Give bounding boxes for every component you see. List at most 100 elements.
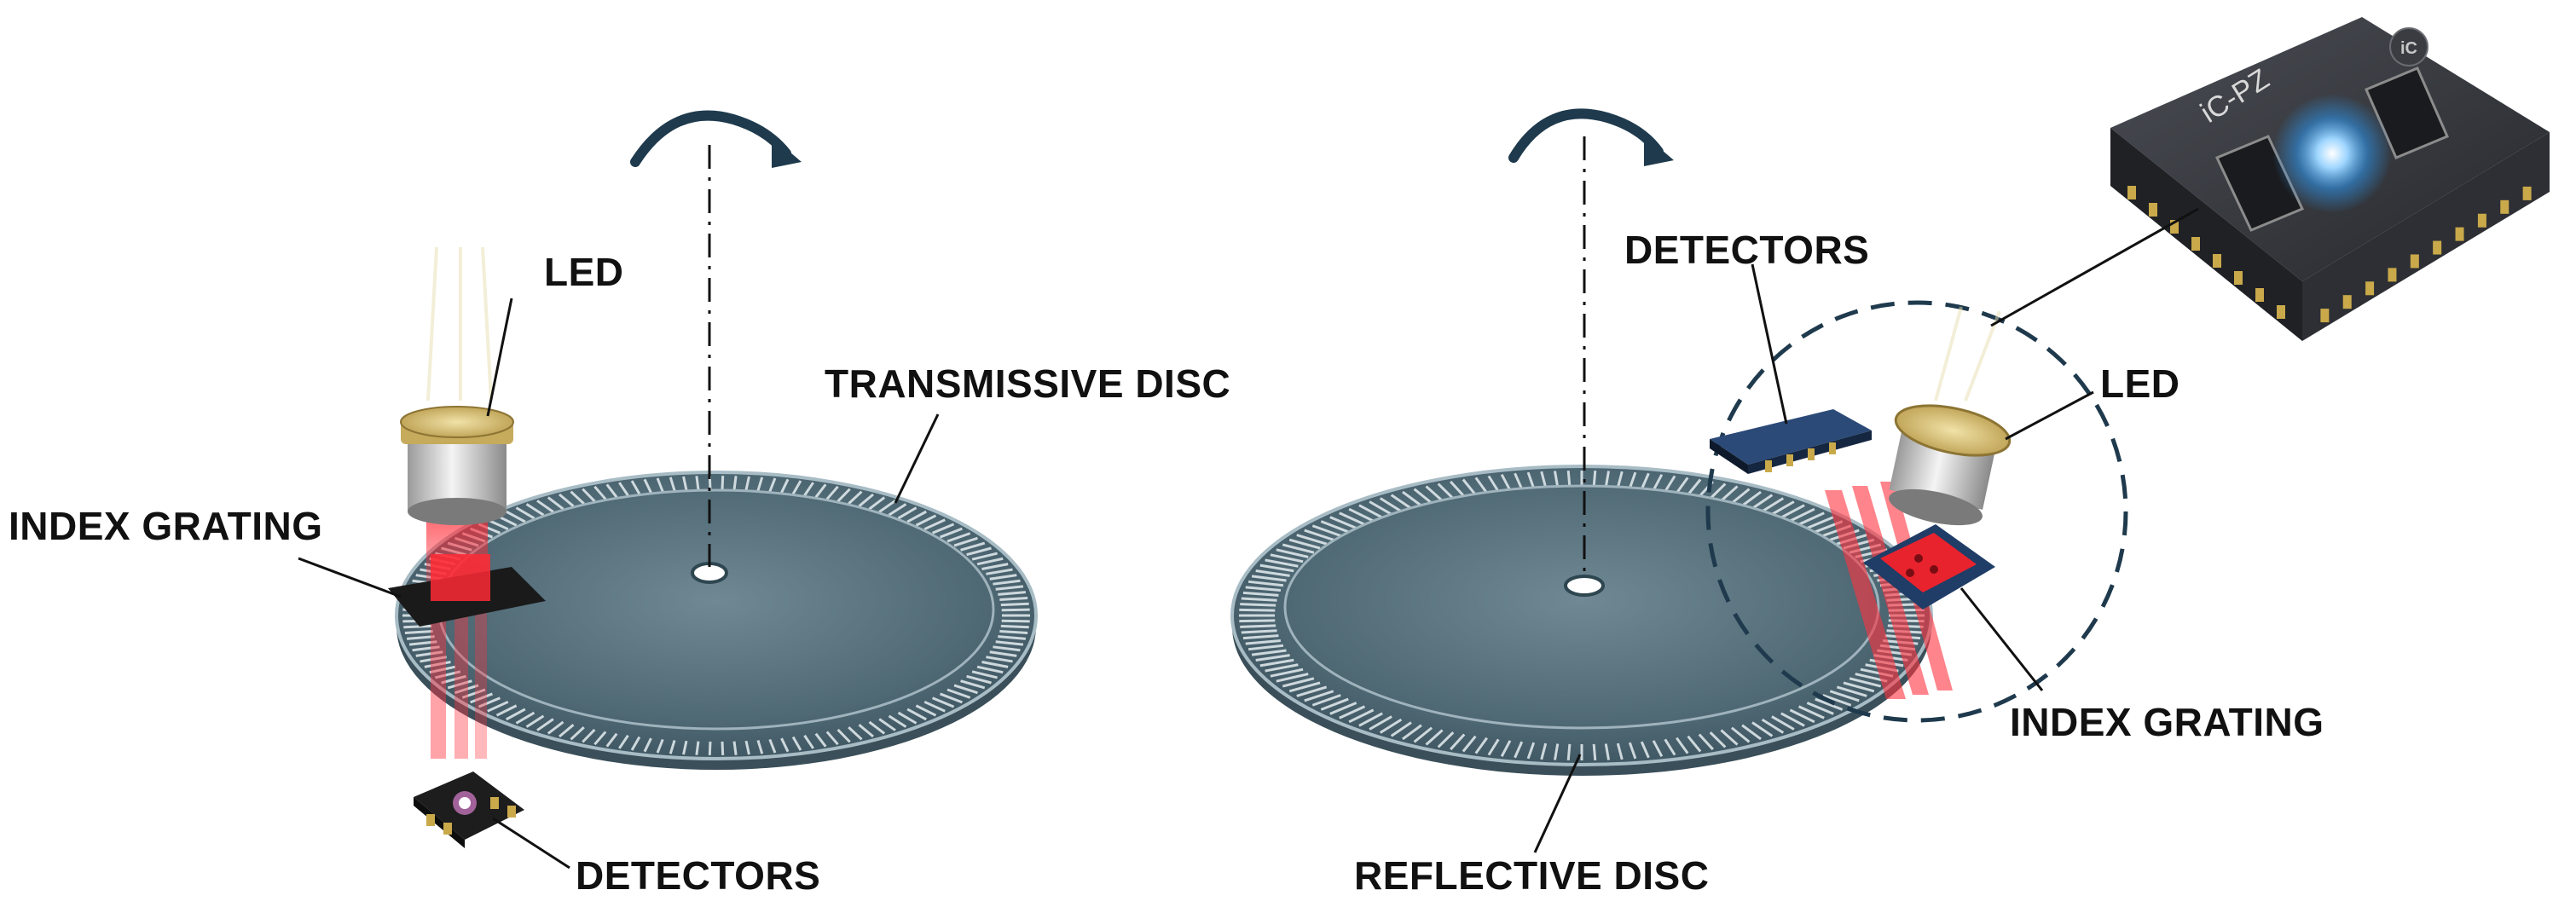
- disc-slot: [989, 650, 1017, 657]
- chip-pad: [2170, 220, 2179, 234]
- label-detectors-right: DETECTORS: [1624, 228, 1870, 272]
- disc-slot: [1487, 738, 1500, 756]
- disc-slot: [656, 477, 664, 493]
- disc-slot: [897, 711, 918, 725]
- disc-slot: [1245, 586, 1282, 592]
- disc-slot: [1296, 534, 1328, 546]
- disc-slot: [848, 726, 863, 741]
- disc-slot: [1592, 471, 1597, 488]
- disc-slot: [1240, 603, 1276, 607]
- disc-slot: [1843, 681, 1875, 693]
- disc-slot: [1709, 483, 1727, 500]
- disc-slot: [1390, 494, 1412, 510]
- disc-slot: [1270, 667, 1304, 678]
- disc-slot: [906, 708, 927, 721]
- disc-slot: [999, 630, 1028, 635]
- disc-slot: [1487, 475, 1500, 493]
- disc-slot: [939, 527, 963, 539]
- disc-slot: [858, 493, 874, 507]
- disc-slot: [744, 740, 750, 755]
- disc-slot: [803, 734, 814, 749]
- disc-slot: [732, 476, 738, 490]
- disc-slot: [1500, 473, 1512, 491]
- disc-slot: [878, 500, 896, 513]
- disc-slot: [1462, 478, 1477, 496]
- rotation-arrowhead-icon: [772, 136, 802, 168]
- disc-slot: [1698, 733, 1714, 751]
- disc-slot: [1540, 743, 1548, 760]
- chip-pad: [2213, 254, 2221, 268]
- disc-slot: [1604, 743, 1611, 760]
- rotation-arrowhead-icon: [1644, 135, 1674, 166]
- disc-slot: [976, 665, 1004, 674]
- disc-slot: [1270, 553, 1304, 563]
- disc-slot: [1296, 685, 1328, 697]
- disc-slot: [441, 674, 466, 685]
- disc-slot: [744, 476, 750, 491]
- disc-slot: [1751, 721, 1774, 737]
- leader-line-detectors-left: [492, 817, 570, 870]
- disc-slot: [1514, 741, 1524, 759]
- disc-slot: [1553, 743, 1560, 760]
- label-led-left: LED: [544, 250, 624, 294]
- disc-slot: [1304, 529, 1334, 541]
- disc-slot: [1255, 569, 1290, 577]
- disc-slot: [814, 483, 827, 499]
- disc-slot: [1815, 697, 1844, 711]
- disc-slot: [966, 546, 992, 557]
- label-reflective-disc: REFLECTIVE DISC: [1354, 853, 1710, 898]
- disc-slot: [1540, 471, 1548, 488]
- disc-hub-hole: [1564, 575, 1605, 597]
- disc-slot: [971, 670, 998, 679]
- disc-slot: [1797, 511, 1825, 526]
- disc-slot: [1780, 712, 1805, 727]
- leader-line-reflective-disc: [1533, 754, 1582, 853]
- disc-slot: [1836, 685, 1867, 697]
- disc-slot: [1640, 741, 1650, 759]
- disc-slot: [1241, 597, 1277, 602]
- disc-slot: [756, 739, 764, 754]
- disc-slot: [858, 724, 874, 738]
- disc-slot: [768, 477, 777, 493]
- disc-slot: [487, 700, 509, 713]
- disc-slot: [1311, 524, 1341, 537]
- disc-slot: [536, 718, 554, 731]
- disc-slots: [1239, 471, 1925, 760]
- disc-slot: [605, 483, 618, 499]
- disc-slot: [1664, 475, 1676, 493]
- disc-slot: [630, 736, 641, 751]
- disc-slot: [435, 670, 461, 679]
- index-grating-icon: [1863, 524, 1995, 610]
- disc-slot: [1259, 658, 1294, 667]
- disc-slot: [1369, 500, 1392, 516]
- disc-slot: [780, 478, 790, 494]
- disc-slot: [836, 728, 851, 743]
- disc-slot: [1276, 673, 1309, 683]
- disc-slot: [1320, 697, 1349, 711]
- disc-slot: [605, 732, 618, 748]
- disc-slot: [515, 711, 535, 725]
- disc-slot: [721, 741, 725, 756]
- disc-slot: [408, 640, 437, 646]
- disc-slot: [447, 679, 472, 690]
- disc-slot: [582, 488, 596, 503]
- disc-slot: [1413, 488, 1433, 505]
- disc-slot: [495, 704, 518, 717]
- disc-slot: [976, 557, 1004, 566]
- disc-slot: [1789, 708, 1815, 724]
- chip-pad: [2277, 305, 2285, 319]
- disc-slot: [1462, 735, 1477, 753]
- disc-slot: [1379, 718, 1403, 734]
- disc-slot: [1339, 511, 1366, 526]
- disc-slot: [570, 726, 585, 741]
- disc-slot: [1282, 677, 1315, 688]
- disc-slot: [1616, 471, 1624, 488]
- disc-slot: [1425, 485, 1444, 502]
- disc-slot: [1676, 737, 1689, 754]
- disc-slot: [923, 518, 946, 531]
- disc-slot: [1358, 712, 1383, 727]
- chip-pad: [2365, 281, 2375, 296]
- disc-slot: [1500, 740, 1512, 758]
- disc-slot: [1720, 485, 1739, 502]
- disc-slot: [1771, 715, 1795, 731]
